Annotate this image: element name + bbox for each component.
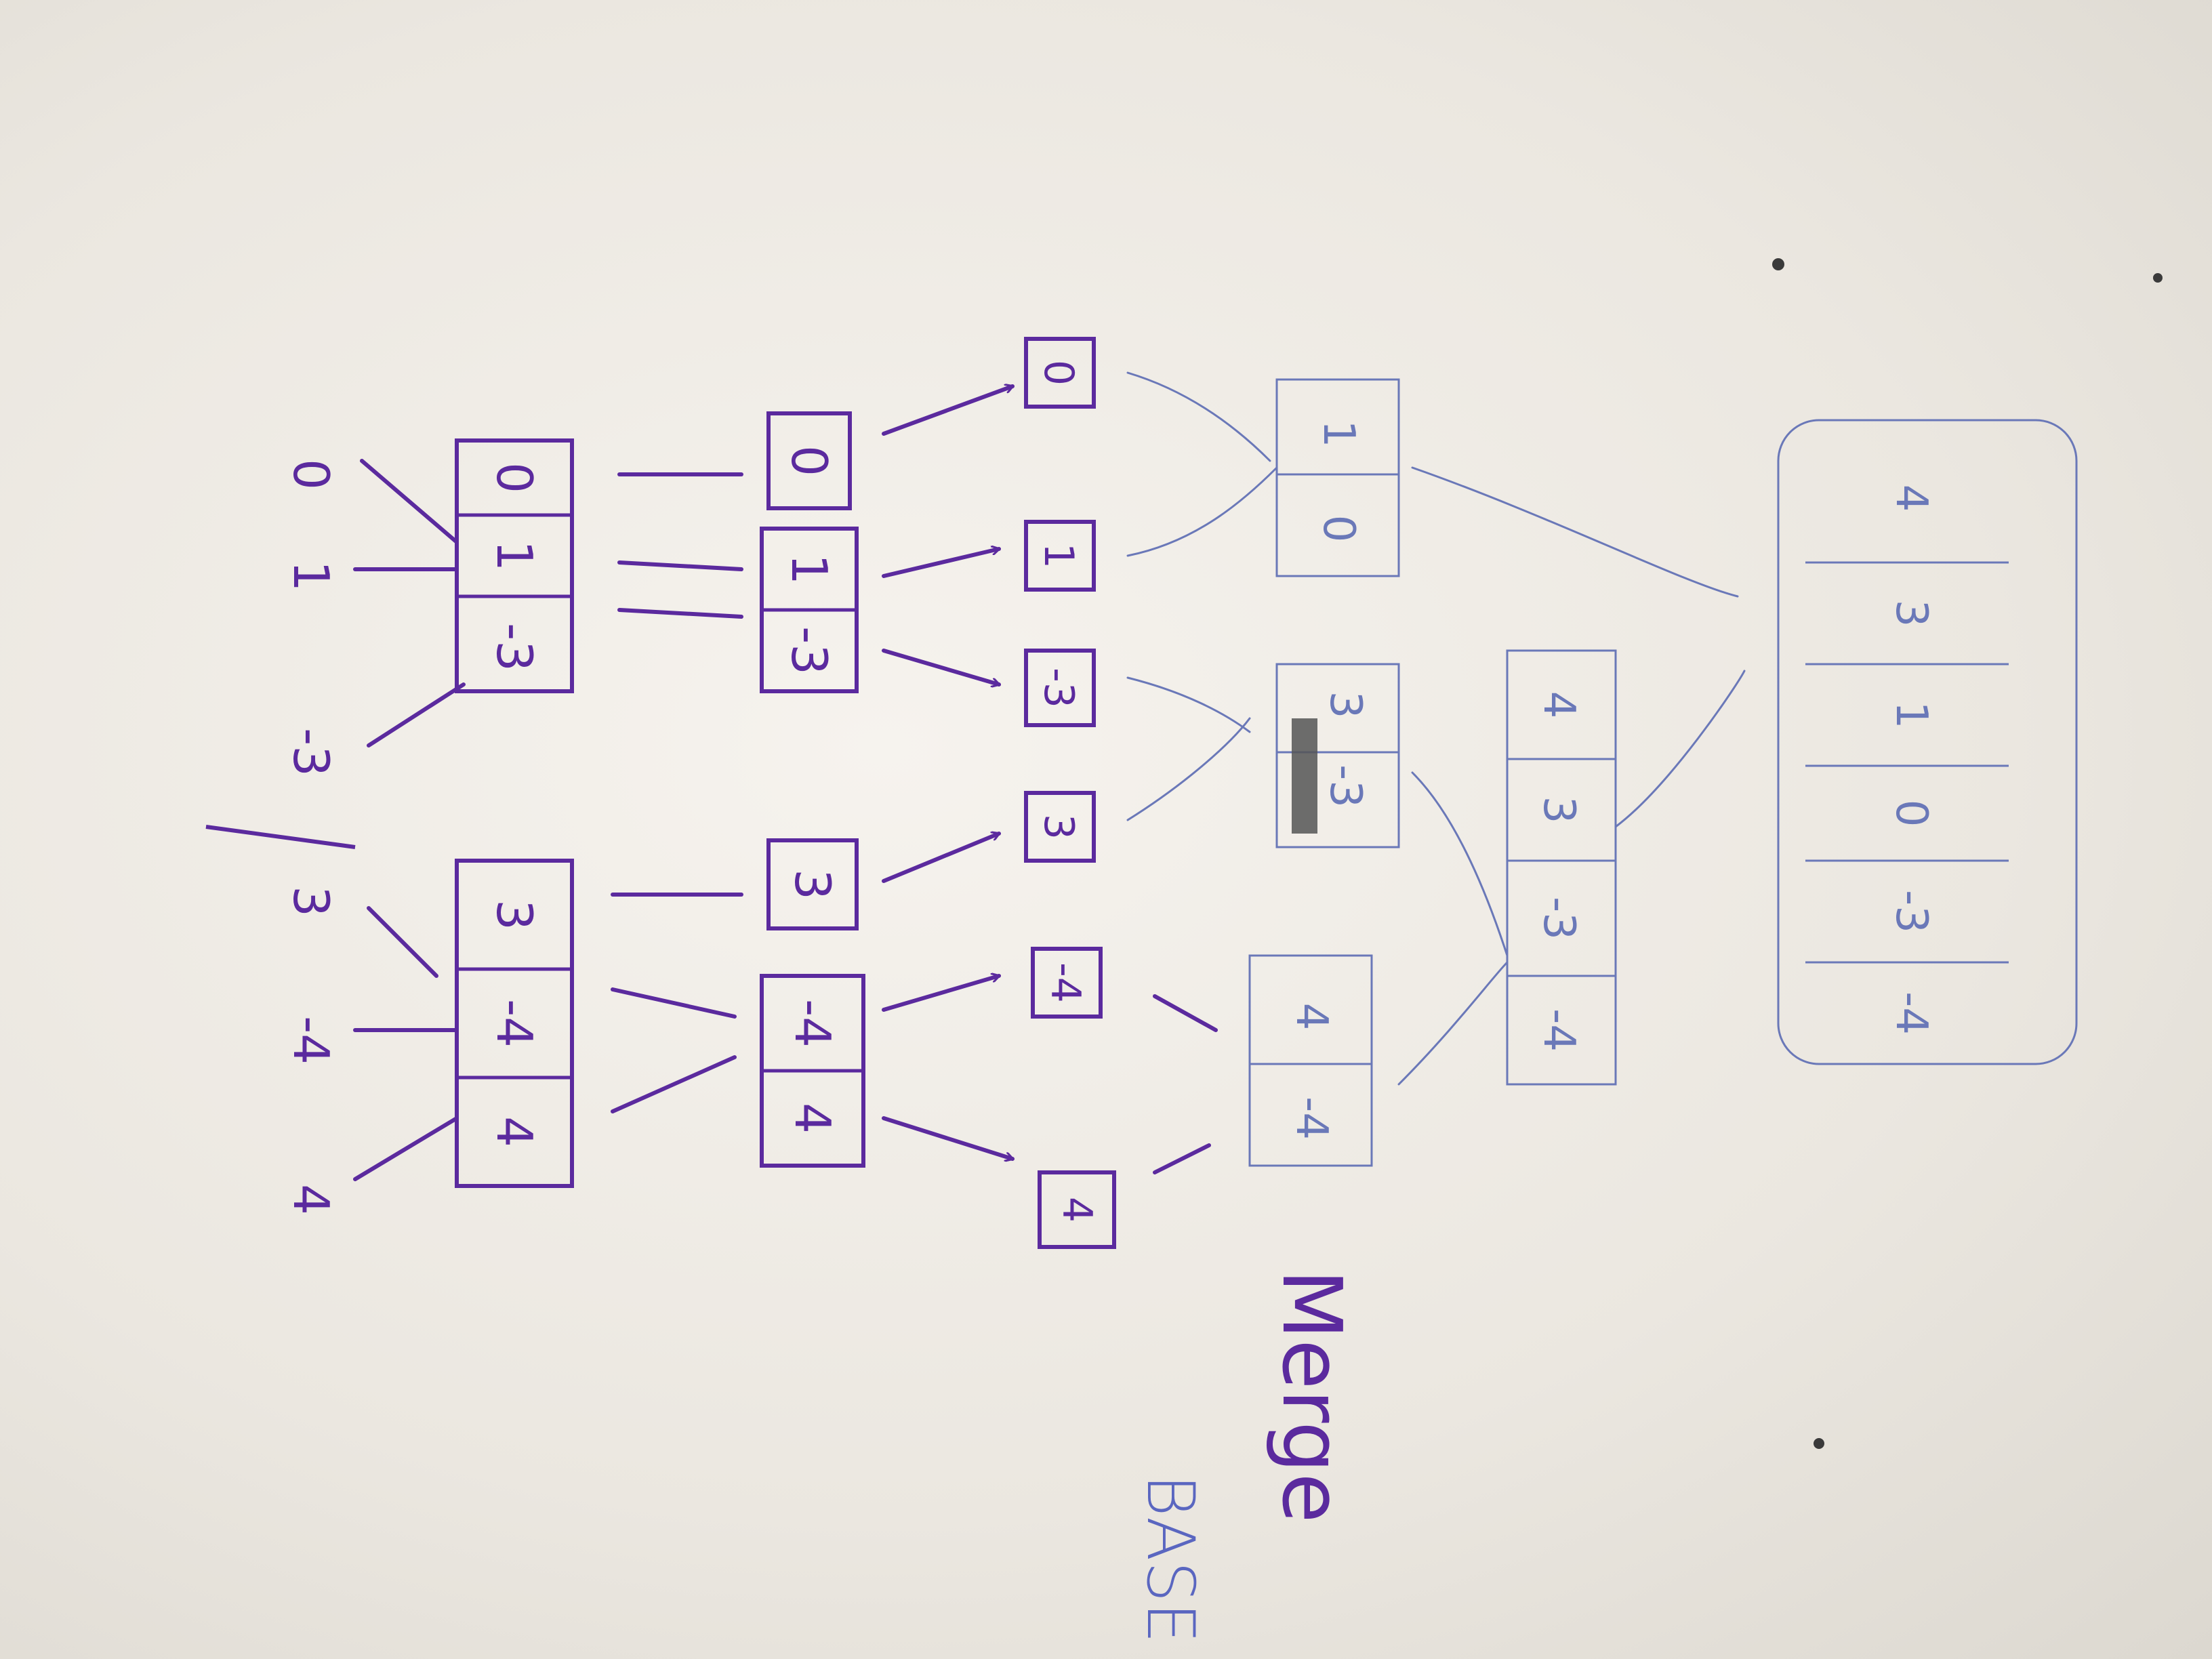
split-level-1-left: 4 -4 3 xyxy=(455,859,574,1188)
cell-value: 0 xyxy=(1313,515,1364,543)
base-cell: 0 xyxy=(1035,360,1082,386)
cell-value: 1 xyxy=(486,540,543,571)
input-value: 1 xyxy=(283,560,340,592)
cell-value: 1 xyxy=(1313,420,1364,448)
cell-value: 0 xyxy=(1886,800,1936,827)
connector-lines xyxy=(1397,771,1509,1086)
input-row: 4 -4 3 -3 1 0 xyxy=(205,459,356,1215)
merge-label: Merge xyxy=(1264,1269,1358,1523)
cell-value: 1 xyxy=(1886,701,1936,729)
input-value: 3 xyxy=(283,886,340,917)
connector-arrows xyxy=(882,386,1012,1159)
cell-value: 4 xyxy=(1886,485,1936,512)
cell-value: -3 xyxy=(1886,890,1936,933)
connector-lines xyxy=(353,459,466,1181)
input-value: -4 xyxy=(283,1016,340,1065)
cell-value: -4 xyxy=(1886,991,1936,1035)
split-level-2-left-pair: 4 -4 xyxy=(760,974,865,1168)
cell-value: 3 xyxy=(784,869,841,900)
merge-level-1-a: -4 4 xyxy=(1248,954,1373,1167)
connector-lines xyxy=(1153,994,1218,1174)
cell-value: 3 xyxy=(486,899,543,930)
board-specks xyxy=(1772,258,2163,1449)
merge-level-1-b: -3 3 xyxy=(1275,663,1400,848)
cell-value: -3 xyxy=(781,626,838,675)
cell-value: 3 xyxy=(1534,796,1584,824)
split-level-2-right-single: 0 xyxy=(766,411,852,510)
base-cell: 4 xyxy=(1053,1197,1101,1223)
cell-value: -4 xyxy=(486,999,543,1048)
merge-level-2: -4 -3 3 4 xyxy=(1506,649,1617,1086)
connector-lines xyxy=(1126,371,1278,821)
base-cell: 1 xyxy=(1035,543,1082,569)
cell-value: 3 xyxy=(1886,600,1936,628)
erased-smudge xyxy=(1292,718,1317,834)
base-label: BASE xyxy=(1132,1474,1208,1643)
cell-value: -3 xyxy=(486,623,543,672)
cell-value: 0 xyxy=(781,445,838,476)
input-value: 4 xyxy=(283,1184,340,1215)
input-value: -3 xyxy=(283,728,340,777)
base-cell: -3 xyxy=(1035,668,1082,708)
merge-final: -4 -3 0 1 3 4 xyxy=(1777,419,2078,1065)
cell-value: 4 xyxy=(1286,1003,1336,1031)
split-level-2-left-single: 3 xyxy=(766,838,859,930)
cell-value: -4 xyxy=(1286,1097,1336,1140)
cell-value: -4 xyxy=(1534,1008,1584,1052)
connector-lines xyxy=(611,472,743,1113)
base-cell: -4 xyxy=(1042,962,1089,1003)
cell-value: 0 xyxy=(486,462,543,493)
base-cell: 3 xyxy=(1035,814,1082,840)
cell-value: 4 xyxy=(486,1116,543,1147)
cell-value: -4 xyxy=(784,999,841,1048)
cell-value: 4 xyxy=(1534,691,1584,719)
input-divider xyxy=(205,825,356,849)
cell-value: -3 xyxy=(1534,897,1584,940)
cell-value: 1 xyxy=(781,554,838,585)
cell-value: 4 xyxy=(784,1103,841,1134)
merge-level-1-c: 0 1 xyxy=(1275,378,1400,577)
split-level-1-right: -3 1 0 xyxy=(455,438,574,693)
cell-value: -3 xyxy=(1320,764,1370,808)
cell-value: 3 xyxy=(1320,691,1370,719)
base-row: 4 -4 3 -3 1 0 xyxy=(1024,337,1116,1249)
split-level-2-right-pair: -3 1 xyxy=(760,527,859,693)
input-value: 0 xyxy=(283,459,340,490)
connector-lines xyxy=(1411,466,1746,828)
